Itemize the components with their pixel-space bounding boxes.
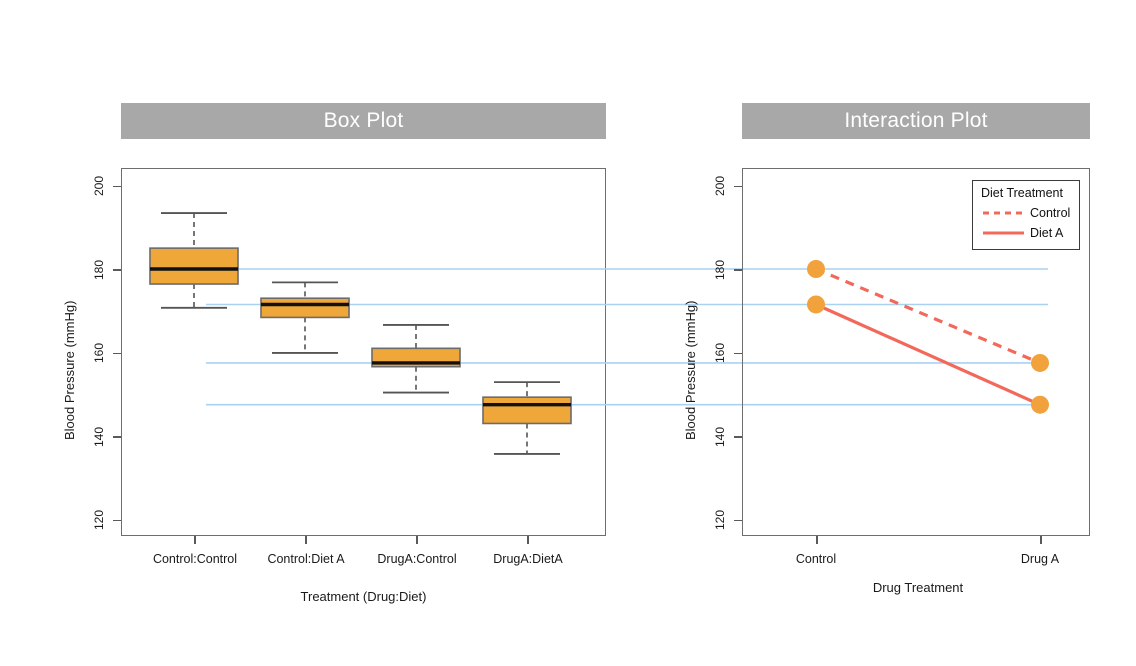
data-point-diet-a-1 — [1031, 395, 1049, 414]
box-plot-xtick-label-4: DrugA:DietA — [493, 552, 563, 566]
box-plot-xtick-label-3: DrugA:Control — [377, 552, 457, 566]
data-point-control-1 — [1031, 353, 1049, 372]
box-plot-title-bar: Box Plot — [121, 103, 606, 139]
data-point-diet-a-0 — [807, 295, 825, 314]
series-line — [815, 267, 1041, 365]
box-plot-ytick-200 — [113, 185, 121, 187]
interaction-plot-xtick-label-1: Control — [795, 552, 837, 566]
boxplot-group-3 — [482, 381, 572, 455]
interaction-series-diet-a — [815, 303, 1041, 407]
box-plot-ytick-140 — [113, 436, 121, 438]
legend-title: Diet Treatment — [981, 186, 1063, 200]
boxplot-group-0 — [149, 212, 239, 309]
box-rect — [482, 396, 572, 425]
boxplot-group-1 — [260, 281, 350, 354]
interaction-plot-ytick-200 — [734, 185, 742, 187]
box-plot-ytick-160 — [113, 352, 121, 354]
box-plot-xtick-label-1: Control:Control — [152, 552, 238, 566]
interaction-plot-ytick-120 — [734, 519, 742, 521]
interaction-plot-title-text: Interaction Plot — [844, 109, 988, 132]
legend-label-control: Control — [1030, 206, 1071, 220]
box-plot-xtick-1 — [194, 536, 196, 544]
interaction-plot-xtick-2 — [1040, 536, 1042, 544]
interaction-plot-ytick-140 — [734, 436, 742, 438]
box-plot-frame — [121, 168, 606, 536]
interaction-series-control — [815, 267, 1041, 365]
interaction-plot-legend — [972, 180, 1080, 250]
box-rect — [149, 247, 239, 285]
box-plot-xtick-4 — [527, 536, 529, 544]
boxplot-group-2 — [371, 324, 461, 394]
box-plot-xtick-2 — [305, 536, 307, 544]
box-plot-ytick-120 — [113, 519, 121, 521]
interaction-plot-title-bar: Interaction Plot — [742, 103, 1090, 139]
interaction-plot-xtick-1 — [816, 536, 818, 544]
interaction-plot-ytick-180 — [734, 269, 742, 271]
box-plot-x-axis-label: Treatment (Drug:Diet) — [300, 589, 427, 604]
interaction-plot-frame — [742, 168, 1090, 536]
legend-label-diet-a: Diet A — [1030, 226, 1064, 240]
box-plot-title-text: Box Plot — [323, 109, 404, 132]
data-point-control-0 — [807, 260, 825, 278]
box-plot-ytick-180 — [113, 269, 121, 271]
interaction-plot-ytick-160 — [734, 352, 742, 354]
interaction-plot-x-axis-label: Drug Treatment — [872, 580, 964, 595]
interaction-plot-xtick-label-2: Drug A — [1020, 552, 1060, 566]
box-plot-xtick-label-2: Control:Diet A — [267, 552, 345, 566]
box-plot-xtick-3 — [416, 536, 418, 544]
series-line — [815, 303, 1041, 407]
